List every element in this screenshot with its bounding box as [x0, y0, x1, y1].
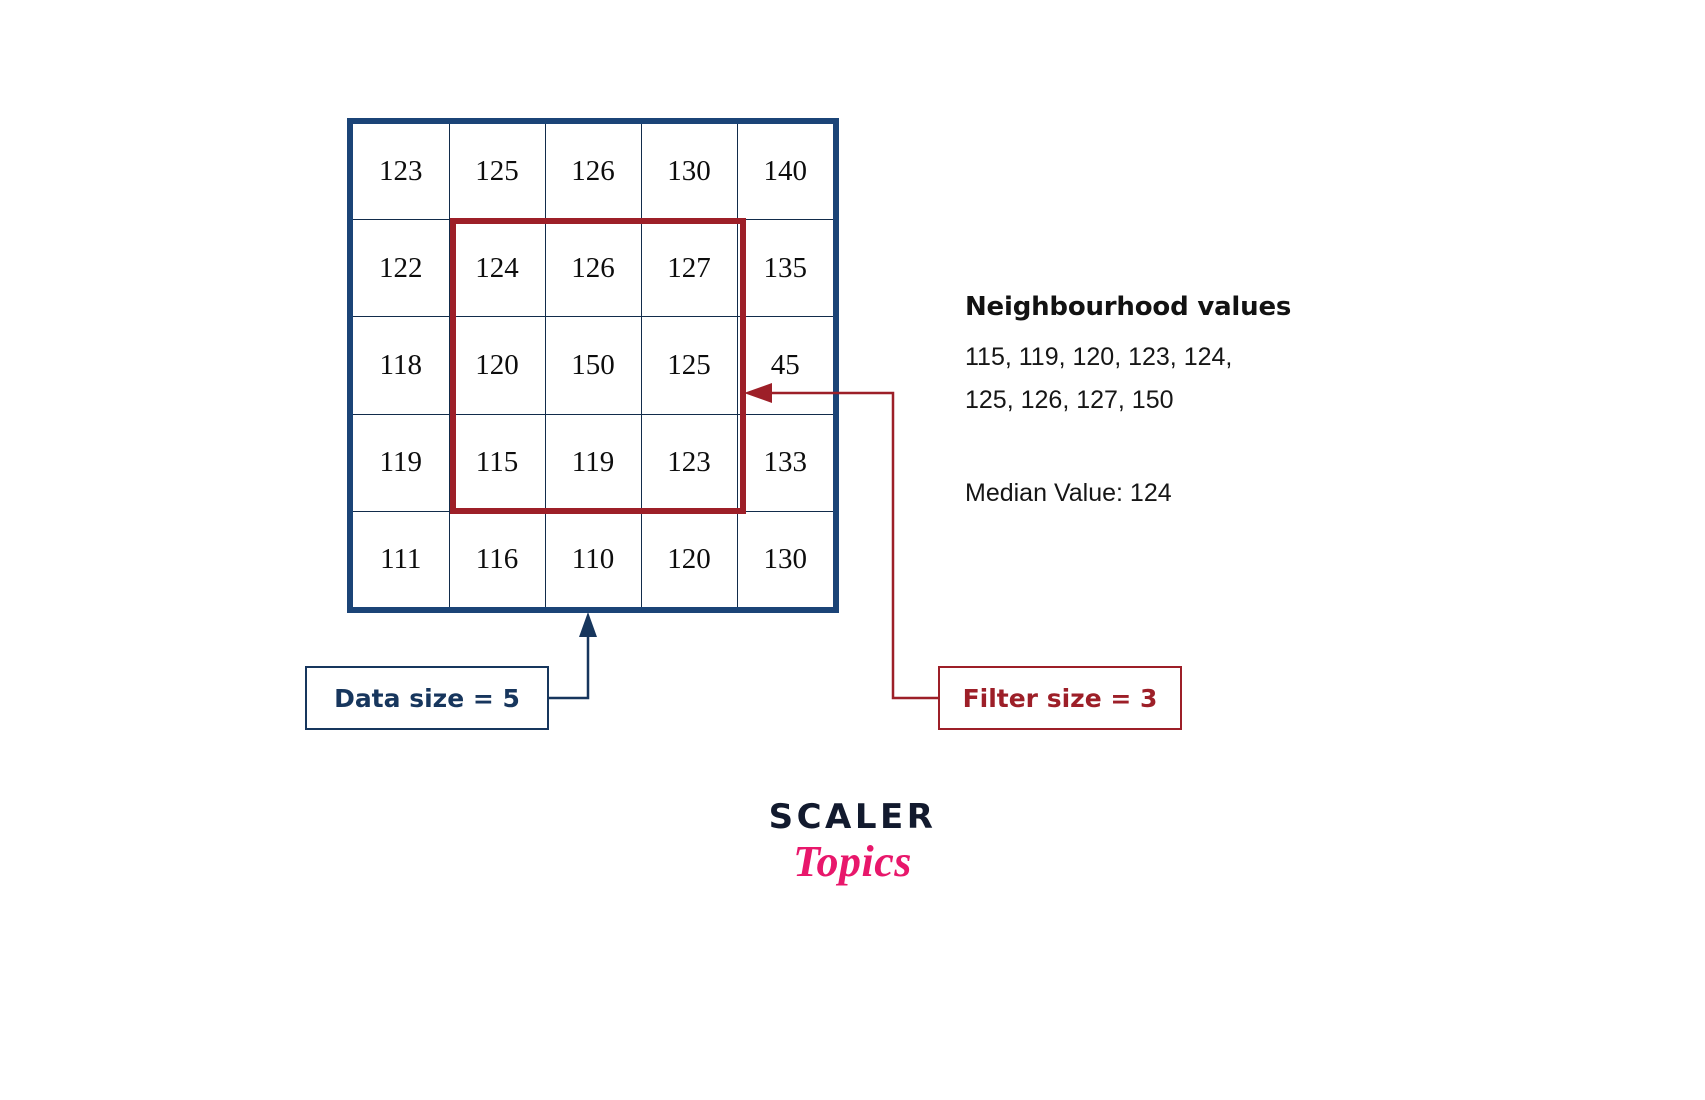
cell-r4c2: 115: [448, 413, 546, 512]
neighbourhood-info: Neighbourhood values 115, 119, 120, 123,…: [965, 292, 1385, 422]
cell-r2c4: 127: [640, 219, 738, 318]
median-value-label: Median Value: 124: [965, 479, 1172, 507]
filter-size-callout: Filter size = 3: [938, 666, 1182, 730]
cell-r5c4: 120: [640, 510, 738, 607]
cell-r4c5: 133: [736, 413, 833, 512]
cell-r2c3: 126: [544, 219, 642, 318]
data-size-leader: [549, 612, 597, 700]
table-row: 118 120 150 125 45: [353, 316, 833, 415]
table-row: 123 125 126 130 140: [353, 124, 833, 221]
cell-r4c1: 119: [353, 413, 450, 512]
cell-r3c5: 45: [736, 316, 833, 415]
cell-r4c4: 123: [640, 413, 738, 512]
data-grid-table: 123 125 126 130 140 122 124 126 127 135 …: [353, 124, 833, 607]
cell-r2c2: 124: [448, 219, 546, 318]
data-grid-body: 123 125 126 130 140 122 124 126 127 135 …: [353, 124, 833, 607]
table-row: 111 116 110 120 130: [353, 510, 833, 607]
cell-r1c2: 125: [448, 124, 546, 221]
cell-r1c3: 126: [544, 124, 642, 221]
cell-r4c3: 119: [544, 413, 642, 512]
scaler-topics-logo: SCALER Topics: [0, 800, 1705, 886]
cell-r5c2: 116: [448, 510, 546, 607]
logo-wordmark-topics: Topics: [793, 837, 912, 886]
neighbourhood-values-line-1: 115, 119, 120, 123, 124,: [965, 343, 1233, 371]
cell-r3c3: 150: [544, 316, 642, 415]
data-grid: 123 125 126 130 140 122 124 126 127 135 …: [347, 118, 839, 613]
cell-r1c1: 123: [353, 124, 450, 221]
filter-size-label: Filter size = 3: [962, 683, 1158, 713]
neighbourhood-values-line-2: 125, 126, 127, 150: [965, 386, 1174, 414]
cell-r1c5: 140: [736, 124, 833, 221]
cell-r2c1: 122: [353, 219, 450, 318]
cell-r3c2: 120: [448, 316, 546, 415]
cell-r2c5: 135: [736, 219, 833, 318]
logo-wordmark-scaler: SCALER: [768, 797, 937, 837]
cell-r5c5: 130: [736, 510, 833, 607]
data-size-callout: Data size = 5: [305, 666, 549, 730]
cell-r5c3: 110: [544, 510, 642, 607]
table-row: 119 115 119 123 133: [353, 413, 833, 512]
cell-r3c4: 125: [640, 316, 738, 415]
data-size-label: Data size = 5: [334, 683, 520, 713]
cell-r1c4: 130: [640, 124, 738, 221]
table-row: 122 124 126 127 135: [353, 219, 833, 318]
neighbourhood-title: Neighbourhood values: [965, 292, 1292, 322]
cell-r5c1: 111: [353, 510, 450, 607]
cell-r3c1: 118: [353, 316, 450, 415]
